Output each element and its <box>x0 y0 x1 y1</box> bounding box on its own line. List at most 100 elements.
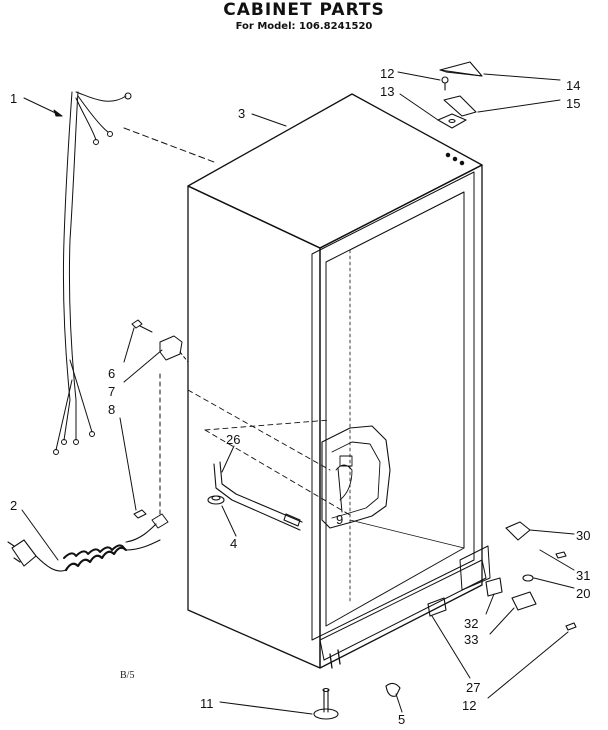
callout-8: 8 <box>108 402 115 417</box>
harness-terminal <box>53 449 59 455</box>
leader-12a <box>397 71 441 81</box>
callout-6: 6 <box>108 366 115 381</box>
callout-3: 3 <box>238 106 245 121</box>
cord-clip <box>133 373 169 529</box>
hidden-line <box>204 429 351 516</box>
cord-lead <box>125 539 161 551</box>
callout-4: 4 <box>230 536 237 551</box>
glide <box>385 682 401 697</box>
leader-26 <box>221 445 235 473</box>
leader-8 <box>119 417 137 511</box>
harness-terminal <box>124 92 132 100</box>
harness-lead <box>75 97 97 141</box>
ground-bracket <box>159 335 183 361</box>
callout-15: 15 <box>566 96 580 111</box>
callout-31: 31 <box>576 568 590 583</box>
hinge-screw <box>555 551 567 559</box>
hinge-cover-bottom <box>505 521 531 541</box>
callout-7: 7 <box>108 384 115 399</box>
callout-11: 11 <box>200 696 214 711</box>
door-opening-inner <box>325 191 465 627</box>
hinge-shim-hole <box>448 118 456 124</box>
ground-screw-bracket <box>131 319 189 363</box>
cord-lead <box>35 555 67 572</box>
hinge-pin-bracket <box>511 591 537 611</box>
drain-housing-outline <box>321 425 391 529</box>
leader-33 <box>489 607 515 635</box>
leveler-top <box>322 687 330 693</box>
leader-7 <box>123 349 163 383</box>
harness-terminal <box>89 431 95 437</box>
leader-32 <box>485 593 495 615</box>
leveler-glide <box>313 682 401 720</box>
callout-14: 14 <box>566 78 580 93</box>
callout-labels: 1 2 3 4 5 6 7 8 9 11 12 13 14 15 20 26 2… <box>10 66 590 727</box>
harness-terminal <box>107 131 113 137</box>
clip-screw <box>133 509 147 519</box>
leader-5 <box>395 693 403 713</box>
drain-tube-assembly <box>207 461 303 531</box>
callout-1: 1 <box>10 91 17 106</box>
cord-coil <box>64 546 128 572</box>
drain-housing <box>321 425 391 529</box>
hinge-hole <box>452 156 458 162</box>
door-gasket-outer <box>311 171 475 641</box>
harness-terminal <box>61 439 67 445</box>
tube-clamp <box>283 513 301 527</box>
leader-15 <box>477 99 561 113</box>
drain-bracket <box>339 455 353 467</box>
diagram-title: CABINET PARTS <box>223 0 385 20</box>
callout-12a: 12 <box>380 66 394 81</box>
leader-dash <box>123 127 215 163</box>
callout-9: 9 <box>336 512 343 527</box>
harness-cable <box>62 91 73 441</box>
harness-terminal <box>73 439 79 445</box>
hinge-spacer <box>485 577 503 597</box>
screw-head <box>131 319 143 329</box>
leader-4 <box>221 505 237 537</box>
callout-27: 27 <box>466 680 480 695</box>
hinge-shim <box>437 113 467 129</box>
drain-housing-inner <box>331 441 381 519</box>
callout-20: 20 <box>576 586 590 601</box>
harness-lead <box>75 91 127 102</box>
base-rail <box>319 559 487 661</box>
drain-tube <box>219 461 303 523</box>
washer <box>522 574 534 582</box>
hinge-screw-head <box>441 76 449 84</box>
leveler-foot <box>313 708 339 720</box>
callout-30: 30 <box>576 528 590 543</box>
liner-top-edge <box>349 191 465 251</box>
hinge-hole <box>459 160 465 166</box>
hinge-screw <box>565 622 577 631</box>
harness-lead <box>77 95 109 133</box>
hidden-line <box>204 419 331 431</box>
plug-body <box>11 539 37 567</box>
hinge-hole <box>445 152 451 158</box>
base-leg-left <box>337 649 341 665</box>
callout-12b: 12 <box>462 698 476 713</box>
wiring-harness <box>53 91 132 455</box>
leader-13 <box>399 93 439 121</box>
top-hinge-assembly <box>437 61 483 129</box>
hinge-plate <box>443 95 477 117</box>
leader-20 <box>533 577 575 589</box>
footer-mark: B/5 <box>120 670 134 681</box>
hinge-cover-edge <box>439 69 483 77</box>
hinge-bracket-bottom <box>459 545 491 591</box>
callout-33: 33 <box>464 632 478 647</box>
drain-tube <box>213 463 301 531</box>
leader-3 <box>251 113 287 127</box>
leader-27 <box>431 615 471 679</box>
leader-6 <box>123 327 135 363</box>
liner-floor-edge <box>349 519 465 549</box>
arrowhead <box>53 109 63 117</box>
leader-lines <box>21 71 575 715</box>
hinge-cover <box>439 61 483 77</box>
cord-coil <box>63 544 125 559</box>
model-number: For Model: 106.8241520 <box>235 21 373 32</box>
cord-lead <box>125 523 157 543</box>
plug-prong <box>7 541 15 547</box>
leader-9 <box>337 467 343 513</box>
leader-30 <box>529 529 575 535</box>
